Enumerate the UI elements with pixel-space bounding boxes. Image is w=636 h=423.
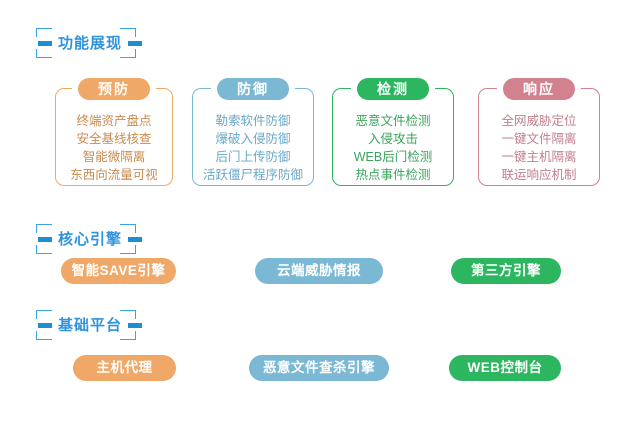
platform-pill-host-agent[interactable]: 主机代理 — [73, 355, 176, 381]
list-item: 智能微隔离 — [82, 150, 146, 164]
engine-pill-save-engine[interactable]: 智能SAVE引擎 — [61, 258, 176, 284]
section-dash-right-icon — [128, 236, 143, 242]
list-item: 全网威胁定位 — [501, 114, 577, 128]
list-item: 一键主机隔离 — [501, 150, 577, 164]
card-title-pill-detection: 检测 — [357, 78, 429, 100]
section-dash-left-icon — [38, 236, 52, 242]
section-title-capabilities: 功能展现 — [58, 34, 123, 52]
list-item: WEB后门检测 — [353, 150, 433, 164]
list-item: 东西向流量可视 — [70, 168, 158, 182]
section-dash-left-icon — [38, 322, 52, 328]
platform-pill-malware-scan-engine[interactable]: 恶意文件查杀引擎 — [249, 355, 389, 381]
section-dash-right-icon — [128, 40, 143, 46]
section-dash-right-icon — [128, 322, 143, 328]
list-item: 一键文件隔离 — [501, 132, 577, 146]
list-item: 后门上传防御 — [215, 150, 291, 164]
list-item: 终端资产盘点 — [76, 114, 152, 128]
card-item-list: 全网威胁定位 一键文件隔离 一键主机隔离 联运响应机制 — [478, 112, 600, 184]
section-title-core-engines: 核心引擎 — [58, 230, 123, 248]
card-item-list: 终端资产盘点 安全基线核查 智能微隔离 东西向流量可视 — [55, 112, 173, 184]
engine-pill-third-party-engine[interactable]: 第三方引擎 — [451, 258, 561, 284]
capability-card-response[interactable]: 响应 全网威胁定位 一键文件隔离 一键主机隔离 联运响应机制 — [478, 78, 600, 186]
card-item-list: 恶意文件检测 入侵攻击 WEB后门检测 热点事件检测 — [332, 112, 454, 184]
capability-card-defense[interactable]: 防御 勒索软件防御 爆破入侵防御 后门上传防御 活跃僵尸程序防御 — [192, 78, 314, 186]
list-item: 勒索软件防御 — [215, 114, 291, 128]
list-item: 安全基线核查 — [76, 132, 152, 146]
card-item-list: 勒索软件防御 爆破入侵防御 后门上传防御 活跃僵尸程序防御 — [192, 112, 314, 184]
list-item: 联运响应机制 — [501, 168, 577, 182]
list-item: 热点事件检测 — [355, 168, 431, 182]
list-item: 活跃僵尸程序防御 — [202, 168, 303, 182]
list-item: 恶意文件检测 — [355, 114, 431, 128]
card-title-pill-defense: 防御 — [217, 78, 289, 100]
section-title-base-platform: 基础平台 — [58, 316, 123, 334]
list-item: 入侵攻击 — [367, 132, 418, 146]
section-header-core-engines: 核心引擎 — [36, 224, 143, 254]
engine-pill-cloud-threat-intel[interactable]: 云端威胁情报 — [255, 258, 383, 284]
card-title-pill-prevention: 预防 — [78, 78, 150, 100]
list-item: 爆破入侵防御 — [215, 132, 291, 146]
capability-card-detection[interactable]: 检测 恶意文件检测 入侵攻击 WEB后门检测 热点事件检测 — [332, 78, 454, 186]
section-dash-left-icon — [38, 40, 52, 46]
section-header-base-platform: 基础平台 — [36, 310, 143, 340]
platform-pill-web-console[interactable]: WEB控制台 — [449, 355, 561, 381]
capability-card-prevention[interactable]: 预防 终端资产盘点 安全基线核查 智能微隔离 东西向流量可视 — [55, 78, 173, 186]
card-title-pill-response: 响应 — [503, 78, 575, 100]
section-header-capabilities: 功能展现 — [36, 28, 143, 58]
